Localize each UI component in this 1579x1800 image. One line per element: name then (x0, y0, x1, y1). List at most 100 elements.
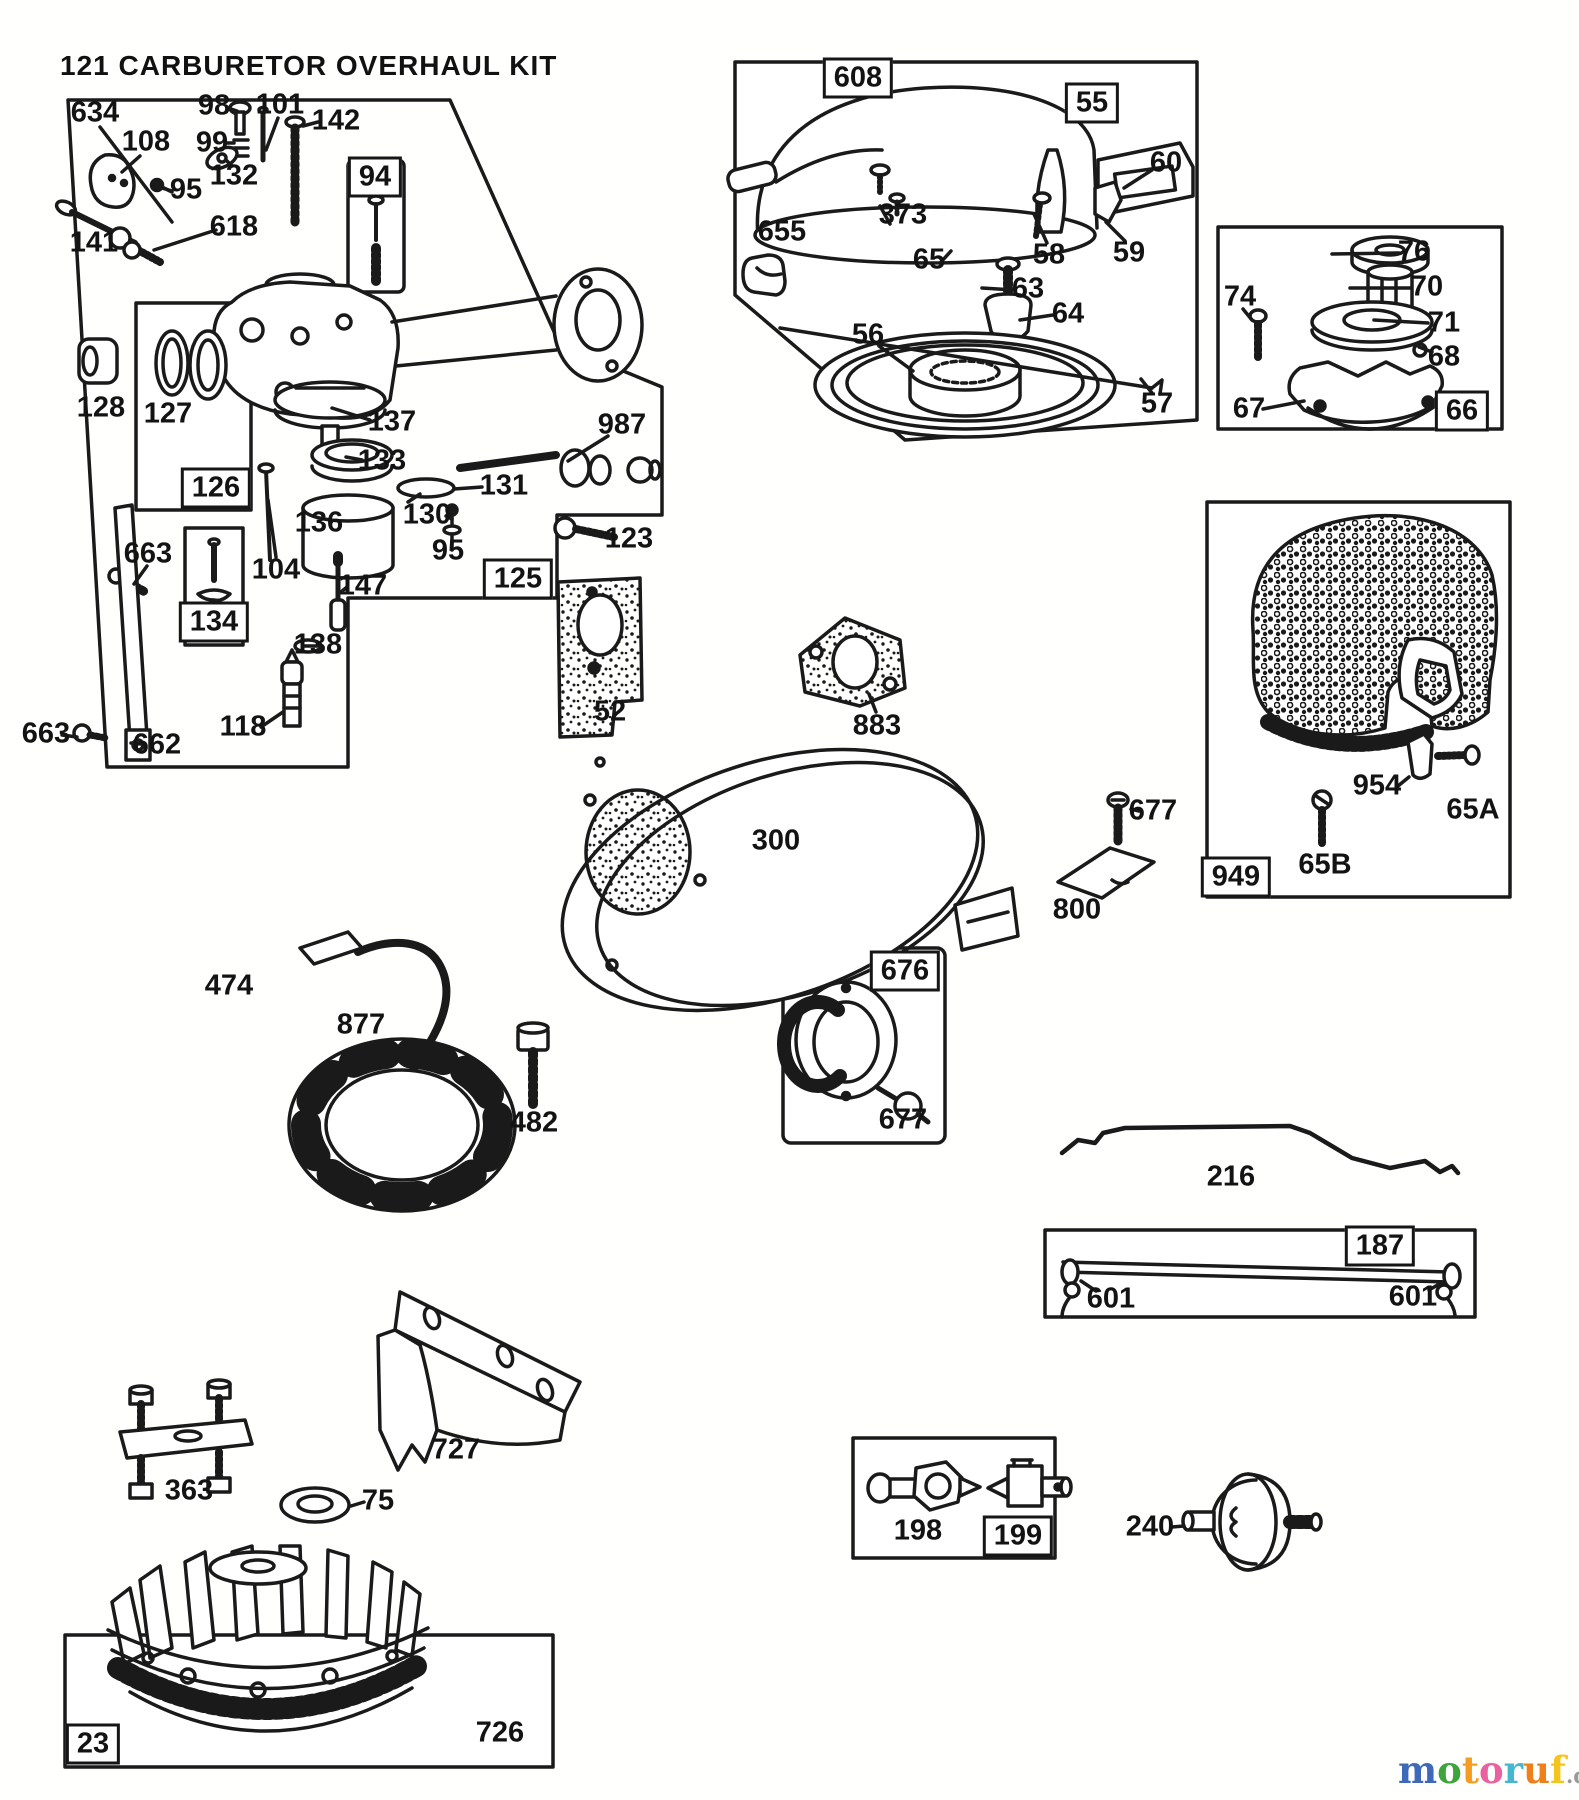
part-label-655: 655 (757, 215, 807, 248)
bracket-727 (376, 1290, 582, 1472)
part-label-883: 883 (852, 709, 902, 742)
part-label-66: 66 (1434, 390, 1490, 432)
watermark-letter: u (1523, 1748, 1551, 1792)
part-label-300: 300 (751, 824, 801, 857)
part-label-125: 125 (482, 558, 554, 600)
part-label-662: 662 (132, 728, 182, 761)
throttle-rod-187 (1060, 1258, 1462, 1319)
part-label-23: 23 (65, 1723, 121, 1765)
part-label-877: 877 (336, 1008, 386, 1041)
part-label-71: 71 (1427, 306, 1461, 339)
part-label-123: 123 (604, 522, 654, 555)
breather-drawing (777, 980, 931, 1125)
part-label-58: 58 (1032, 238, 1066, 271)
watermark-letter: m (1398, 1748, 1438, 1792)
watermark-letter: o (1437, 1748, 1462, 1792)
recoil-starter-drawing (726, 85, 1195, 439)
part-label-199: 199 (982, 1515, 1054, 1557)
part-label-676: 676 (869, 950, 941, 992)
part-label-63: 63 (1011, 272, 1045, 305)
part-label-727: 727 (431, 1433, 481, 1466)
part-label-663-2: 663 (21, 717, 71, 750)
part-label-363: 363 (164, 1474, 214, 1507)
part-label-76: 76 (1397, 235, 1431, 268)
part-label-59: 59 (1112, 236, 1146, 269)
part-label-95: 95 (169, 173, 203, 206)
intake-gasket (556, 576, 644, 739)
watermark-motoruf: motoruf.de (1398, 1748, 1579, 1792)
carburetor-drawing (212, 267, 644, 454)
part-label-634: 634 (70, 96, 120, 129)
part-label-187: 187 (1344, 1225, 1416, 1267)
float-bowl-gasket (310, 438, 394, 483)
part-label-132: 132 (209, 159, 259, 192)
stator-drawing (287, 930, 517, 1213)
part-label-987: 987 (597, 408, 647, 441)
part-label-101: 101 (255, 88, 305, 121)
part-label-65A: 65A (1446, 793, 1500, 826)
watermark-letter: r (1503, 1748, 1524, 1792)
part-label-954: 954 (1352, 769, 1402, 802)
leader-lines (60, 106, 1443, 1529)
part-label-127: 127 (143, 397, 193, 430)
part-label-618: 618 (209, 210, 259, 243)
muffler-drawing (560, 747, 1020, 1013)
part-label-138: 138 (293, 628, 343, 661)
part-label-142: 142 (311, 104, 361, 137)
part-label-108: 108 (121, 125, 171, 158)
part-label-601: 601 (1086, 1282, 1136, 1315)
part-label-65: 65 (912, 243, 946, 276)
part-label-130: 130 (402, 498, 452, 531)
part-label-800: 800 (1052, 893, 1102, 926)
part-label-70: 70 (1410, 270, 1444, 303)
part-label-65B: 65B (1298, 848, 1352, 881)
part-label-57: 57 (1140, 387, 1174, 420)
watermark-letter: o (1478, 1748, 1504, 1792)
starter-clutch-drawing (1248, 235, 1444, 431)
part-label-482: 482 (509, 1106, 559, 1139)
part-label-75: 75 (361, 1484, 395, 1517)
part-label-677: 677 (1128, 794, 1178, 827)
part-label-126: 126 (180, 467, 252, 509)
part-label-198: 198 (893, 1514, 943, 1547)
part-label-663: 663 (123, 537, 173, 570)
part-label-133: 133 (357, 444, 407, 477)
part-label-131: 131 (479, 469, 529, 502)
part-label-67: 67 (1232, 392, 1266, 425)
part-label-677-2: 677 (878, 1103, 928, 1136)
part-label-128: 128 (76, 391, 126, 424)
part-label-474: 474 (204, 969, 254, 1002)
part-label-137: 137 (367, 405, 417, 438)
part-label-373: 373 (878, 198, 928, 231)
part-label-240: 240 (1125, 1510, 1175, 1543)
part-label-55: 55 (1064, 82, 1120, 124)
part-label-56: 56 (851, 318, 885, 351)
small-carb-parts (54, 100, 662, 762)
part-label-60: 60 (1149, 146, 1183, 179)
bolt-482 (516, 1021, 550, 1110)
part-label-136: 136 (294, 506, 344, 539)
part-label-216: 216 (1206, 1160, 1256, 1193)
part-label-52: 52 (593, 695, 627, 728)
page-title: 121 CARBURETOR OVERHAUL KIT (60, 50, 558, 81)
governor-link-216 (1059, 1123, 1461, 1176)
screw-677-and-plate-800 (1056, 791, 1156, 900)
overhaul-kit-outline (66, 98, 664, 769)
part-label-64: 64 (1051, 297, 1085, 330)
part-label-134: 134 (178, 601, 250, 643)
part-label-104: 104 (251, 553, 301, 586)
part-label-99: 99 (195, 126, 229, 159)
fuel-filter-240 (1181, 1472, 1323, 1572)
fitting-drawing-198 (866, 1460, 982, 1512)
part-label-726: 726 (475, 1716, 525, 1749)
washer-75 (279, 1486, 351, 1524)
watermark-suffix: .de (1565, 1763, 1579, 1788)
part-label-94: 94 (347, 156, 403, 198)
mount-assembly-363 (118, 1378, 254, 1500)
part-label-95-2: 95 (431, 534, 465, 567)
flywheel-drawing (106, 1544, 431, 1733)
part-label-68: 68 (1427, 340, 1461, 373)
part-label-74: 74 (1223, 280, 1257, 313)
fitting-drawing-199 (986, 1458, 1073, 1508)
